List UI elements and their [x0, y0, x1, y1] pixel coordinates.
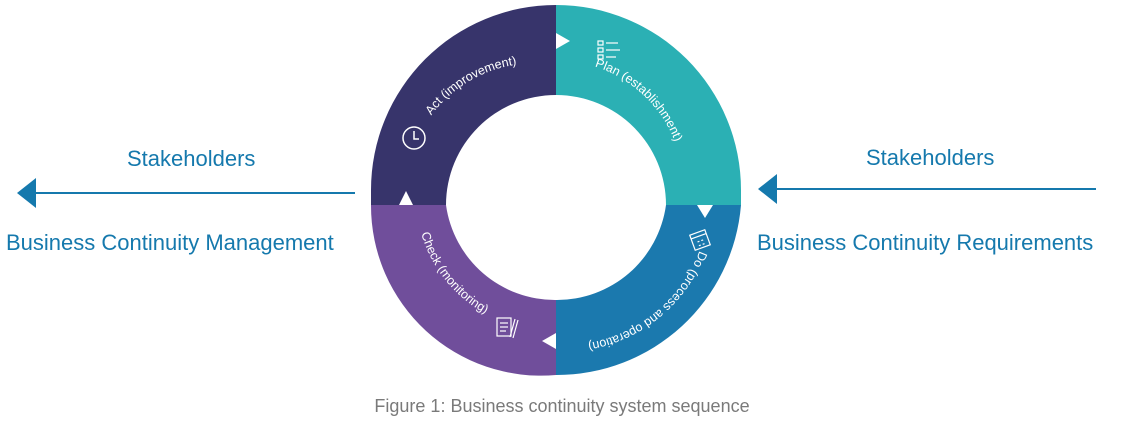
- calendar-icon: [688, 228, 712, 252]
- left-bcm-label: Business Continuity Management: [6, 230, 334, 255]
- notch-act: [399, 191, 413, 205]
- clock-icon: [402, 126, 426, 150]
- notch-check: [542, 333, 556, 349]
- notch-plan: [556, 33, 570, 49]
- right-arrow: [758, 174, 1096, 204]
- checklist-icon: [597, 40, 620, 60]
- plan-segment: [556, 5, 741, 205]
- right-bcr-label: Business Continuity Requirements: [757, 230, 1094, 255]
- do-segment: [556, 205, 741, 376]
- left-stakeholders-label: Stakeholders: [127, 146, 256, 171]
- document-pen-icon: [496, 317, 519, 339]
- notch-do: [697, 205, 713, 218]
- right-stakeholders-label: Stakeholders: [866, 145, 995, 170]
- act-segment: [371, 5, 556, 205]
- check-segment: [370, 205, 556, 376]
- figure-caption: Figure 1: Business continuity system seq…: [374, 396, 750, 416]
- left-arrow: [17, 178, 355, 208]
